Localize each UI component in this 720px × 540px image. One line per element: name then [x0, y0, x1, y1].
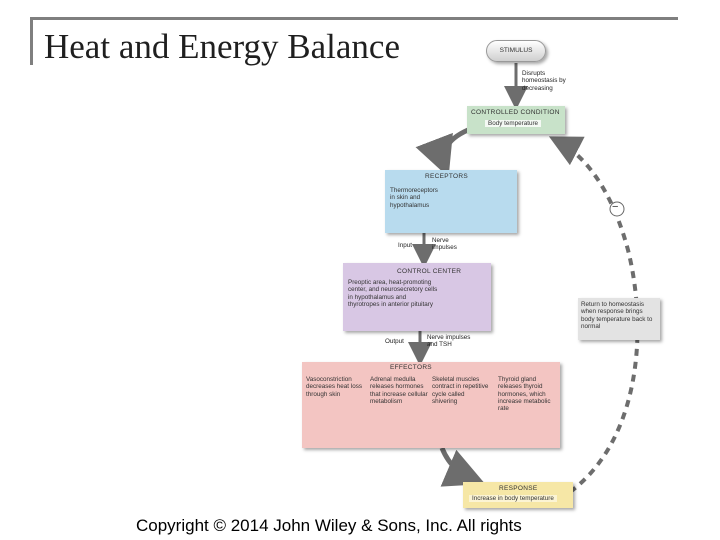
- input-label: Input: [398, 242, 413, 249]
- controlled-condition-box: CONTROLLED CONDITION Body temperature: [467, 106, 565, 134]
- output-label: Output: [385, 338, 404, 345]
- stimulus-node: STIMULUS: [486, 40, 546, 62]
- feedback-note: Return to homeostasis when response brin…: [581, 301, 653, 330]
- disrupts-label: Disrupts homeostasis by decreasing: [522, 70, 566, 92]
- negative-feedback-loop: [548, 136, 640, 494]
- nerve-impulses-label: Nerve impulses: [432, 237, 457, 252]
- effectors-box: EFFECTORS Vasoconstriction decreases hea…: [302, 362, 560, 448]
- response-box: RESPONSE Increase in body temperature: [463, 482, 573, 508]
- control-center-header: CONTROL CENTER: [397, 268, 462, 275]
- title-frame-left: [30, 17, 33, 65]
- response-header: RESPONSE: [499, 485, 538, 492]
- effector-item: Vasoconstriction decreases heat loss thr…: [306, 376, 363, 398]
- slide-title: Heat and Energy Balance: [44, 27, 400, 66]
- controlled-condition-header: CONTROLLED CONDITION: [471, 109, 560, 116]
- nerve-impulses-tsh-label: Nerve impulses and TSH: [427, 334, 471, 349]
- minus-sign-circle: [609, 201, 625, 217]
- receptors-header: RECEPTORS: [425, 173, 469, 180]
- effector-item: Skeletal muscles contract in repetitive …: [432, 376, 489, 405]
- receptors-body: Thermoreceptors in skin and hypothalamus: [390, 187, 438, 209]
- receptors-box: RECEPTORS Thermoreceptors in skin and hy…: [385, 170, 517, 233]
- control-center-body: Preoptic area, heat-promoting center, an…: [348, 279, 438, 308]
- condition-to-receptors-arrow: [415, 127, 470, 178]
- feedback-note-box: Return to homeostasis when response brin…: [578, 298, 660, 340]
- effectors-to-response-arrow: [439, 447, 486, 487]
- copyright-notice: Copyright © 2014 John Wiley & Sons, Inc.…: [136, 516, 522, 535]
- effectors-header: EFFECTORS: [390, 364, 432, 371]
- response-body: Increase in body temperature: [469, 495, 557, 503]
- effector-item: Thyroid gland releases thyroid hormones,…: [498, 376, 551, 413]
- controlled-condition-body: Body temperature: [485, 120, 542, 128]
- title-frame-top: [30, 17, 678, 20]
- effector-item: Adrenal medulla releases hormones that i…: [370, 376, 428, 405]
- negative-sign: −: [612, 201, 619, 213]
- control-center-box: CONTROL CENTER Preoptic area, heat-promo…: [343, 263, 491, 331]
